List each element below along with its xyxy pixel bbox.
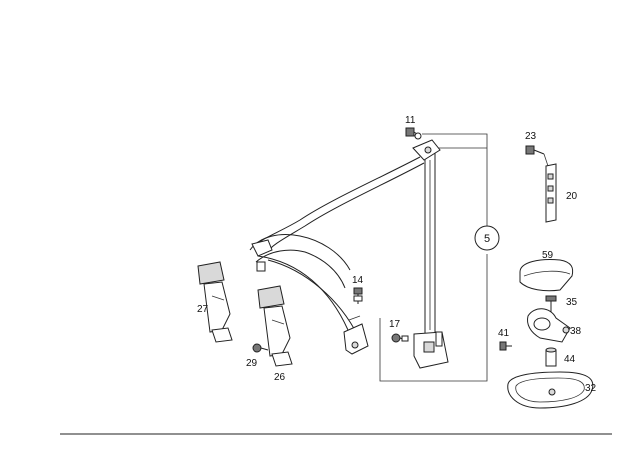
part-32-label: 32 xyxy=(585,383,597,394)
part-17-label: 17 xyxy=(389,319,401,330)
callout-5[interactable]: 5 xyxy=(474,225,500,251)
part-20-label: 20 xyxy=(566,191,578,202)
belt-webbing[interactable] xyxy=(249,156,425,337)
part-29-label: 29 xyxy=(246,358,258,369)
part-41-bolt[interactable]: 41 xyxy=(498,328,512,351)
lap-anchor-plate[interactable] xyxy=(343,315,369,355)
part-38-anchor-ring[interactable]: 38 xyxy=(527,308,582,343)
part-23-label: 23 xyxy=(525,131,537,142)
part-41-label: 41 xyxy=(498,328,510,339)
part-35-label: 35 xyxy=(566,297,578,308)
part-26-buckle[interactable]: 26 xyxy=(257,285,293,383)
part-14-label: 14 xyxy=(352,275,364,286)
part-59-label: 59 xyxy=(542,250,554,261)
belt-height-rail[interactable] xyxy=(412,139,449,369)
part-35-screw[interactable]: 35 xyxy=(545,295,578,312)
part-11-label: 11 xyxy=(405,115,416,126)
part-27-label: 27 xyxy=(197,304,209,315)
part-26-label: 26 xyxy=(274,372,286,383)
part-14-bolt[interactable]: 14 xyxy=(352,275,364,304)
part-32-base-plate[interactable]: 32 xyxy=(507,371,597,409)
part-23-bolt[interactable]: 23 xyxy=(525,131,545,155)
part-44-label: 44 xyxy=(564,354,576,365)
part-20-bracket[interactable]: 20 xyxy=(543,153,578,223)
part-44-spacer[interactable]: 44 xyxy=(545,347,576,367)
part-38-label: 38 xyxy=(570,326,582,337)
part-29-bolt[interactable]: 29 xyxy=(246,343,269,369)
group-bracket-lines xyxy=(379,133,488,382)
part-11-bolt[interactable]: 11 xyxy=(405,115,422,140)
part-17-bolt[interactable]: 17 xyxy=(389,319,409,343)
part-27-buckle[interactable]: 27 xyxy=(197,261,233,343)
callout-5-label: 5 xyxy=(484,233,490,245)
part-59-cover[interactable]: 59 xyxy=(519,250,574,292)
